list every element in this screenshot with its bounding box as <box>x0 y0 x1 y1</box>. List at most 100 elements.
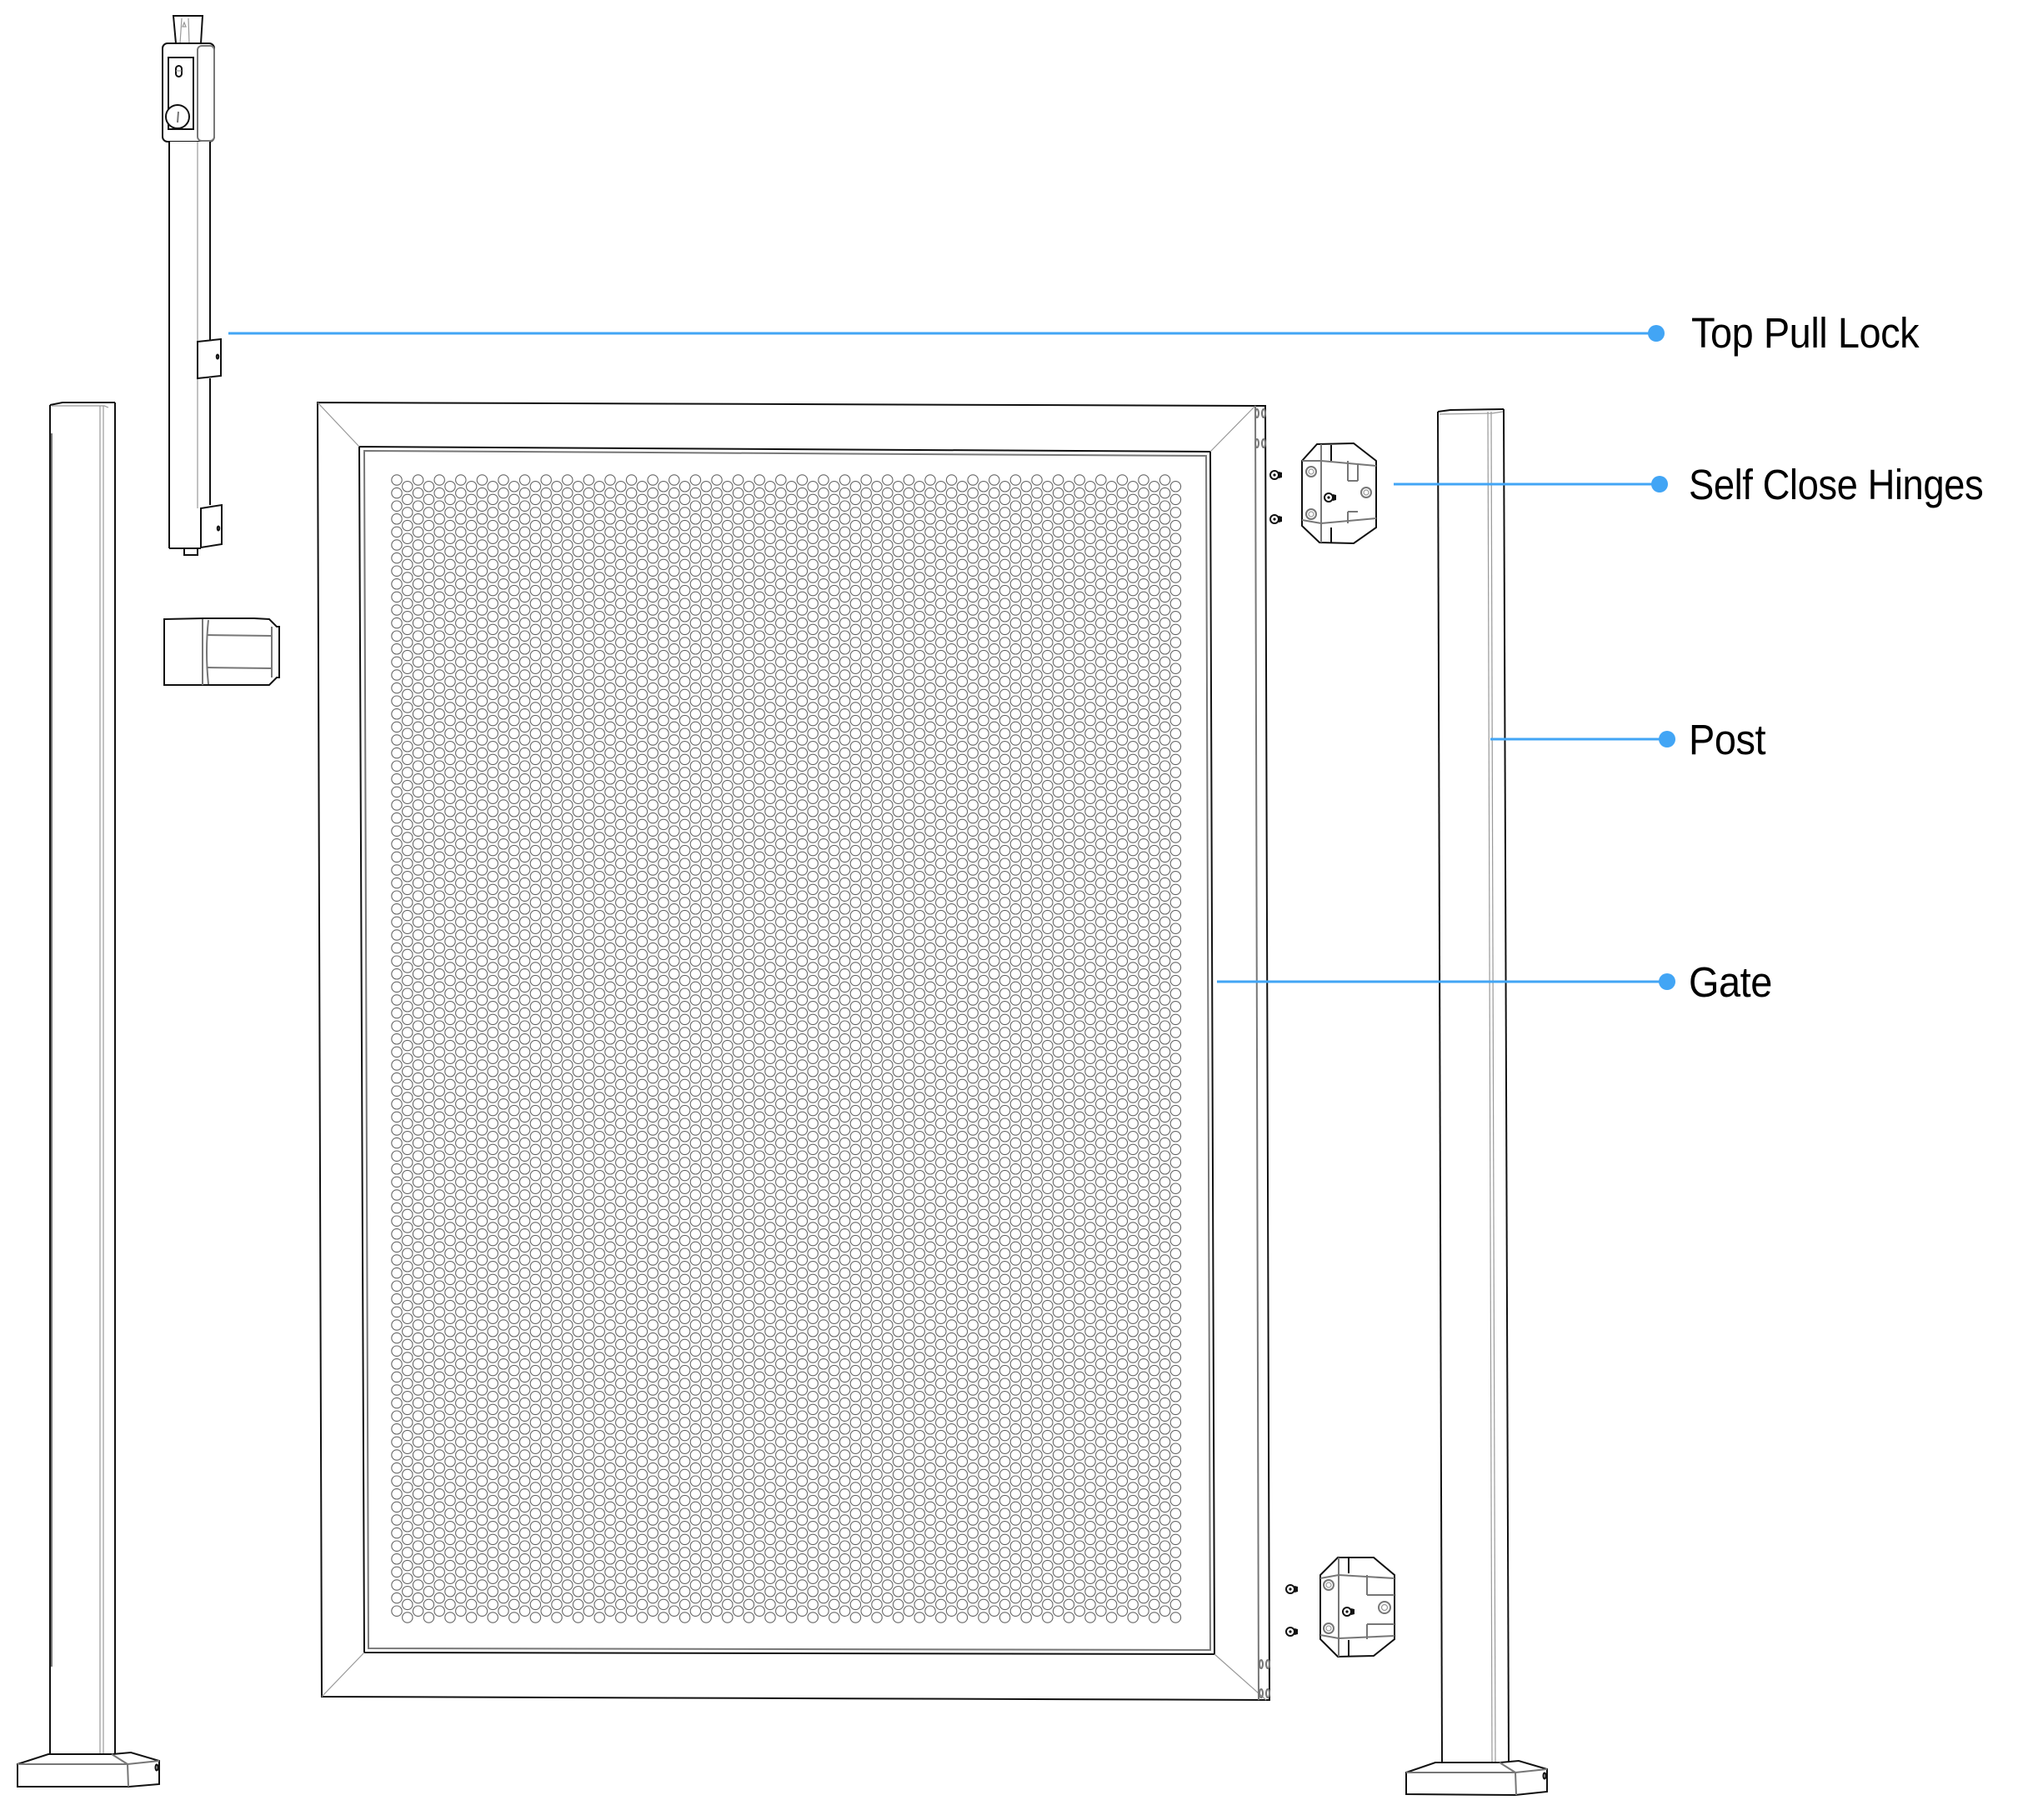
perforation-hole <box>978 558 989 571</box>
perforation-hole <box>593 637 605 648</box>
perforation-hole <box>593 792 605 804</box>
perforation-hole <box>743 662 755 674</box>
perforation-hole <box>785 532 798 544</box>
perforation-hole <box>1009 643 1022 655</box>
perforation-hole <box>1063 714 1075 727</box>
perforation-hole <box>775 812 787 824</box>
perforation-hole <box>658 649 669 662</box>
perforation-hole <box>892 662 904 674</box>
perforation-hole <box>903 630 915 642</box>
perforation-hole <box>722 688 734 701</box>
perforation-hole <box>1095 604 1107 616</box>
perforation-hole <box>423 558 435 571</box>
perforation-hole <box>1063 519 1075 532</box>
perforation-hole <box>1020 753 1032 766</box>
perforation-hole <box>562 708 573 720</box>
perforation-hole <box>775 656 787 668</box>
perforation-hole <box>658 728 669 739</box>
perforation-hole <box>775 734 787 746</box>
perforation-hole <box>882 721 894 733</box>
perforation-hole <box>914 572 925 583</box>
perforation-hole <box>562 695 573 707</box>
perforation-hole <box>1042 649 1054 662</box>
perforation-hole <box>636 792 648 804</box>
perforation-hole <box>508 714 520 727</box>
perforation-hole <box>818 617 829 629</box>
perforation-hole <box>860 656 872 668</box>
perforation-hole <box>455 539 467 551</box>
top-pull-lock[interactable] <box>162 15 223 556</box>
perforation-hole <box>636 481 648 492</box>
perforation-hole <box>678 637 691 648</box>
perforation-hole <box>754 773 765 785</box>
perforation-hole <box>476 760 488 772</box>
perforation-hole <box>967 656 979 668</box>
perforation-hole <box>529 611 542 622</box>
perforation-hole <box>1009 526 1022 538</box>
perforation-hole <box>1138 643 1149 655</box>
perforation-hole <box>391 487 403 499</box>
perforation-hole <box>1009 617 1022 629</box>
perforation-hole <box>487 818 498 831</box>
gate-panel[interactable] <box>316 401 1271 1702</box>
perforation-hole <box>839 604 851 616</box>
perforation-hole <box>668 604 680 616</box>
perforation-hole <box>711 513 723 525</box>
perforation-hole <box>647 656 658 668</box>
perforation-hole <box>764 714 776 727</box>
perforation-hole <box>1063 532 1075 544</box>
perforation-hole <box>1042 767 1054 778</box>
perforation-hole <box>647 682 658 694</box>
perforation-hole <box>402 662 413 674</box>
perforation-hole <box>562 552 573 564</box>
perforation-hole <box>732 617 744 629</box>
perforation-hole <box>402 493 413 506</box>
perforation-hole <box>903 643 915 655</box>
perforation-hole <box>700 481 712 492</box>
perforation-hole <box>465 493 478 506</box>
perforation-hole <box>487 676 498 688</box>
perforation-hole <box>1042 611 1054 622</box>
perforation-hole <box>508 792 520 804</box>
perforation-hole <box>1138 500 1149 512</box>
perforation-hole <box>647 591 658 603</box>
perforation-hole <box>1138 695 1149 707</box>
perforation-hole <box>412 513 424 525</box>
perforation-hole <box>593 623 605 636</box>
perforation-hole <box>999 688 1011 701</box>
perforation-hole <box>540 812 552 824</box>
perforation-hole <box>945 812 958 824</box>
perforation-hole <box>391 786 403 798</box>
perforation-hole <box>1063 688 1075 701</box>
perforation-hole <box>1138 552 1149 564</box>
perforation-hole <box>615 688 627 701</box>
perforation-hole <box>433 721 445 733</box>
perforation-hole <box>903 474 915 486</box>
perforation-hole <box>562 617 573 629</box>
perforation-hole <box>562 721 573 733</box>
perforation-hole <box>518 604 531 616</box>
perforation-hole <box>785 741 798 752</box>
perforation-hole <box>1052 526 1064 538</box>
perforation-hole <box>722 741 734 752</box>
perforation-hole <box>1127 611 1139 622</box>
perforation-hole <box>849 818 862 831</box>
perforation-hole <box>743 753 755 766</box>
perforation-hole <box>391 747 403 759</box>
perforation-hole <box>615 779 627 792</box>
perforation-hole <box>914 728 925 739</box>
perforation-hole <box>583 513 595 525</box>
perforation-hole <box>1127 558 1139 571</box>
perforation-hole <box>583 669 595 681</box>
perforation-hole <box>668 539 680 551</box>
perforation-hole <box>444 598 456 609</box>
perforation-hole <box>1009 487 1022 499</box>
perforation-hole <box>508 623 520 636</box>
perforation-hole <box>1105 779 1118 792</box>
perforation-hole <box>967 565 979 577</box>
perforation-hole <box>1042 623 1054 636</box>
perforation-hole <box>1020 532 1032 544</box>
perforation-hole <box>1020 806 1032 818</box>
perforation-hole <box>1149 728 1160 739</box>
perforation-hole <box>678 662 691 674</box>
